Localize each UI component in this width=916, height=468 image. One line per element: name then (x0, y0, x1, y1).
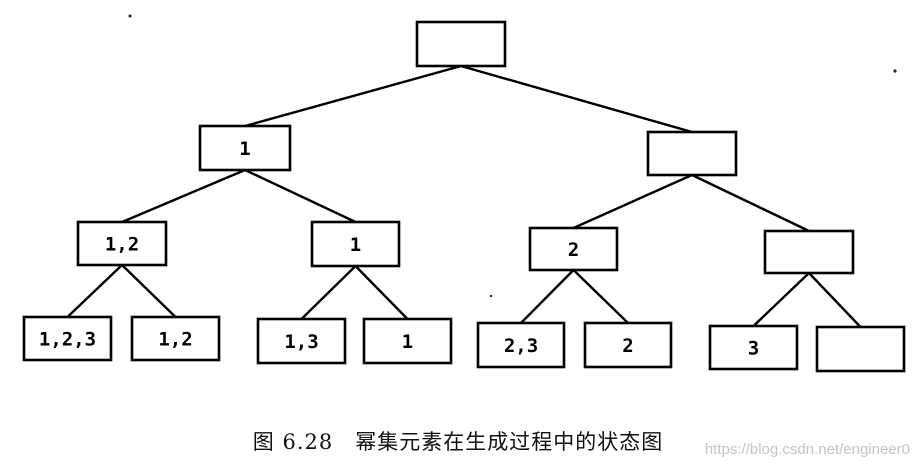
tree-node: 1,2,3 (22, 315, 113, 362)
tree-edge (244, 64, 462, 128)
node-label: 1 (350, 234, 361, 256)
figure-title: 幂集元素在生成过程中的状态图 (355, 430, 664, 454)
node-label: 1 (239, 138, 250, 160)
tree-edges (66, 64, 862, 328)
node-label: 3 (748, 338, 759, 360)
tree-node: 3 (708, 324, 799, 371)
tree-node: 1 (310, 220, 401, 268)
node-box (583, 321, 673, 369)
speck-dot (893, 69, 897, 73)
tree-node: 1,3 (256, 317, 347, 365)
tree-node: 2 (583, 321, 673, 369)
tree-node: 2,3 (476, 321, 566, 369)
node-box (22, 315, 113, 362)
node-box (256, 317, 347, 365)
tree-edge (573, 173, 693, 230)
node-box (476, 321, 566, 369)
node-label: 1,3 (284, 331, 318, 353)
node-label: 2 (622, 335, 633, 357)
node-label: 1,2 (105, 234, 139, 256)
node-box (646, 130, 738, 177)
node-label: 2,3 (504, 335, 538, 357)
node-box (362, 317, 453, 365)
node-box (528, 226, 619, 272)
tree-node: 1 (362, 317, 453, 365)
tree-edge (808, 272, 862, 328)
tree-edge (752, 272, 810, 327)
tree-edge (121, 264, 177, 318)
tree-edge (520, 269, 575, 324)
node-label: 1 (402, 331, 413, 353)
tree-node: 1,2 (76, 220, 168, 267)
watermark-url: https://blog.csdn.net/engineer0 (704, 441, 910, 458)
node-box (815, 325, 906, 373)
figure-number: 图 6.28 (252, 430, 334, 454)
node-label: 2 (568, 239, 579, 261)
tree-node: 2 (528, 226, 619, 272)
tree-edge (354, 265, 409, 320)
tree-edge (460, 64, 693, 134)
node-box (415, 20, 507, 68)
speck-dot (489, 294, 493, 298)
tree-edge (66, 264, 123, 318)
tree-edge (691, 173, 810, 233)
tree-edge (300, 265, 357, 320)
node-box (130, 315, 221, 362)
node-box (310, 220, 401, 268)
node-box (198, 124, 292, 172)
tree-node (646, 130, 738, 177)
node-box (763, 229, 855, 275)
node-box (708, 324, 799, 371)
tree-nodes: 1 1,2 1 2 1,2,3 1,2 1,3 1 2,3 2 3 (22, 20, 906, 373)
node-box (76, 220, 168, 267)
tree-node (763, 229, 855, 275)
speck-dot (128, 14, 132, 18)
node-label: 1,2 (158, 329, 192, 351)
tree-edge (572, 269, 629, 324)
tree-node: 1,2 (130, 315, 221, 362)
tree-edge (121, 168, 246, 224)
tree-node: 1 (198, 124, 292, 172)
tree-node (415, 20, 507, 68)
figure-caption: 图 6.28 幂集元素在生成过程中的状态图 (0, 426, 916, 456)
node-label: 1,2,3 (39, 329, 96, 351)
tree-node (815, 325, 906, 373)
tree-edge (244, 168, 357, 224)
